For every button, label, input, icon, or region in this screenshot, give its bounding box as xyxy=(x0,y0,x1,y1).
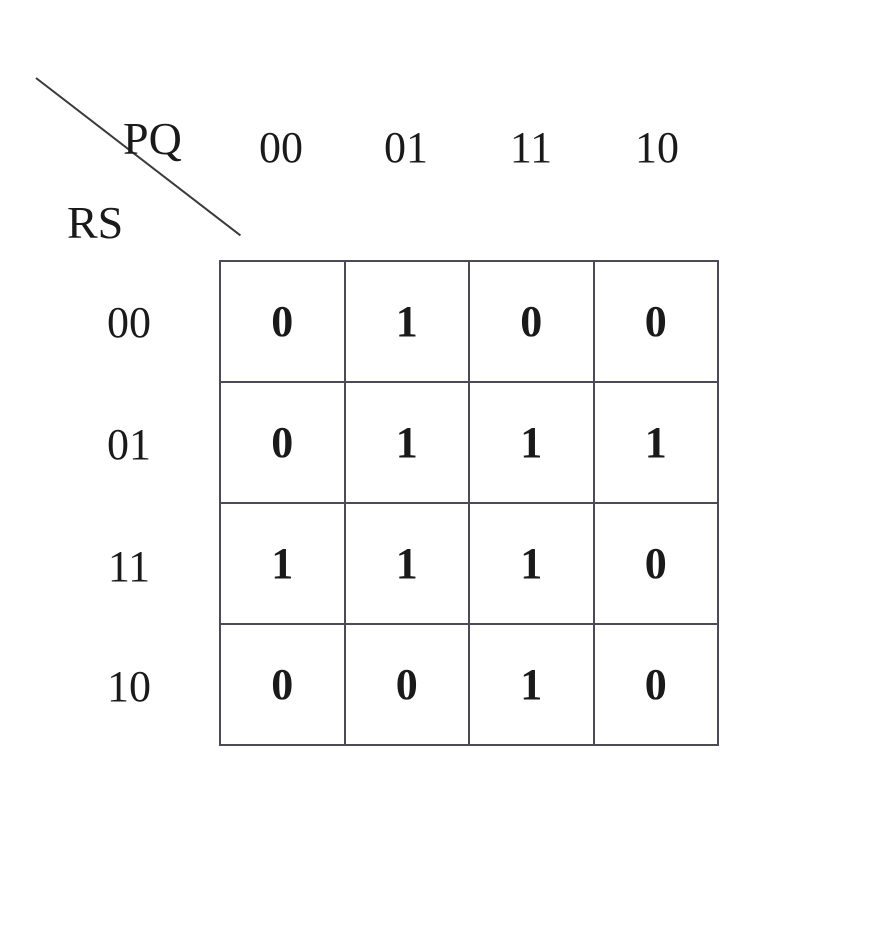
row-header: 11 xyxy=(107,542,151,591)
kmap-cell: 0 xyxy=(219,260,346,383)
kmap-row: 0 1 1 1 xyxy=(219,381,719,504)
kmap-cell: 0 xyxy=(592,623,719,746)
column-header: 01 xyxy=(384,123,428,172)
kmap-grid: 0 1 0 0 0 1 1 1 1 1 1 0 0 0 1 0 xyxy=(219,260,719,746)
kmap-cell: 1 xyxy=(343,502,470,625)
kmap-row: 1 1 1 0 xyxy=(219,502,719,625)
row-header: 01 xyxy=(107,420,151,469)
row-header: 10 xyxy=(107,662,151,711)
kmap-cell: 1 xyxy=(468,623,595,746)
kmap-cell: 0 xyxy=(219,381,346,504)
column-variable-label: PQ xyxy=(123,113,182,164)
column-header: 00 xyxy=(259,123,303,172)
kmap-cell: 1 xyxy=(343,381,470,504)
kmap-row: 0 0 1 0 xyxy=(219,623,719,746)
row-header: 00 xyxy=(107,298,151,347)
kmap-cell: 1 xyxy=(219,502,346,625)
kmap-cell: 0 xyxy=(343,623,470,746)
column-header: 11 xyxy=(509,123,553,172)
kmap-cell: 1 xyxy=(468,502,595,625)
kmap-cell: 0 xyxy=(592,502,719,625)
kmap-cell: 0 xyxy=(468,260,595,383)
kmap-cell: 0 xyxy=(592,260,719,383)
kmap-cell: 1 xyxy=(592,381,719,504)
kmap-cell: 1 xyxy=(343,260,470,383)
row-variable-label: RS xyxy=(67,197,124,248)
kmap-cell: 1 xyxy=(468,381,595,504)
kmap-cell: 0 xyxy=(219,623,346,746)
kmap-row: 0 1 0 0 xyxy=(219,260,719,383)
column-header: 10 xyxy=(635,123,679,172)
